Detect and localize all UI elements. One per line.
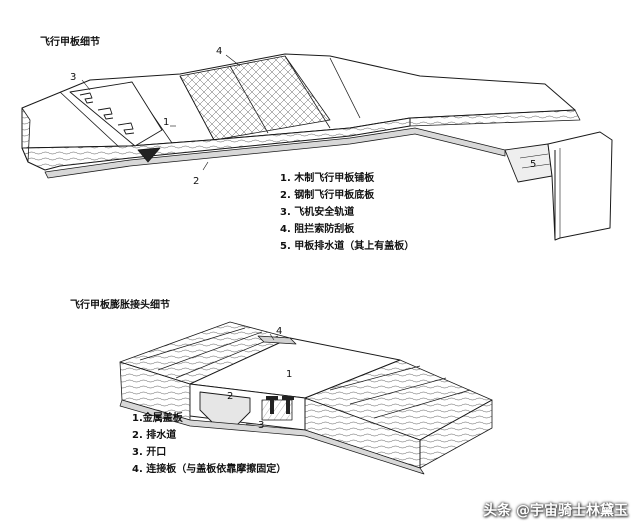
legend2-item: 3. 开口: [132, 447, 167, 458]
deck-left-thickness: [21, 107, 31, 163]
joint-callout-3: 3: [258, 420, 264, 431]
joint-callout-1: 1: [286, 369, 292, 380]
diagram1-callouts: 1 2 3 4 5: [70, 46, 536, 187]
legend2-item: 4. 连接板（与盖板依靠摩擦固定）: [132, 464, 287, 475]
diagram1-legend: 1. 木制飞行甲板铺板 2. 钢制飞行甲板底板 3. 飞机安全轨道 4. 阻拦索…: [280, 170, 414, 255]
legend1-item: 2. 钢制飞行甲板底板: [280, 190, 375, 201]
diagram1-title: 飞行甲板细节: [40, 37, 100, 48]
joint-callout-4: 4: [276, 326, 282, 337]
legend1-item: 1. 木制飞行甲板铺板: [280, 173, 375, 184]
aircraft-tie-down-rail: [69, 81, 163, 163]
legend1-item: 4. 阻拦索防刮板: [280, 224, 355, 235]
arresting-cable-scuff-plate: [179, 55, 331, 141]
callout-5: 5: [530, 159, 536, 170]
watermark: 头条 @宇宙骑士林黛玉: [483, 503, 628, 519]
legend2-item: 2. 排水道: [132, 430, 177, 441]
legend2-item: 1.金属盖板: [132, 413, 183, 424]
cover-bolts: [266, 396, 294, 414]
connecting-plate: [257, 335, 297, 345]
legend1-item: 5. 甲板排水道（其上有盖板）: [280, 241, 415, 252]
joint-base-plate: [119, 399, 425, 475]
diagram2-legend: 1.金属盖板 2. 排水道 3. 开口 4. 连接板（与盖板依靠摩擦固定）: [132, 410, 286, 478]
diagram2-title: 飞行甲板膨胀接头细节: [70, 300, 170, 311]
callout-1: 1: [163, 117, 169, 128]
deck-edge-bulkhead: [547, 131, 613, 241]
diagram2-callouts: 1 2 3 4: [227, 326, 292, 431]
callout-3: 3: [70, 72, 76, 83]
joint-callout-2: 2: [227, 391, 233, 402]
steel-deck-plate: [44, 127, 506, 179]
deck-detail-drawing: [21, 53, 613, 241]
right-block-end: [419, 399, 493, 469]
deck-front-grain: [21, 117, 411, 171]
callout-2: 2: [193, 176, 199, 187]
legend1-item: 3. 飞机安全轨道: [280, 207, 355, 218]
deck-edge-plank: [409, 109, 581, 127]
expansion-joint-drawing: [119, 321, 493, 475]
callout-4: 4: [216, 46, 222, 57]
drain-channel: [504, 143, 553, 183]
